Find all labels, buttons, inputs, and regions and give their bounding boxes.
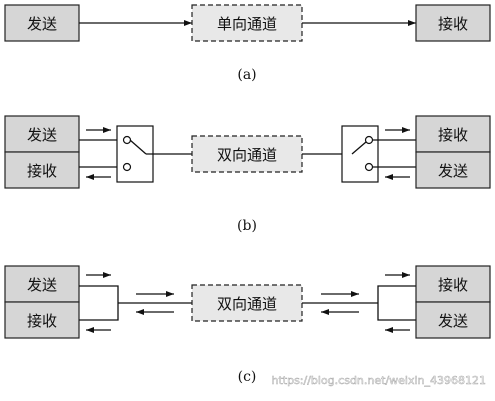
right-send-label: 发送 (438, 162, 468, 180)
simplex-channel-box (191, 4, 303, 42)
left-send-label: 发送 (27, 126, 57, 144)
caption-a: (a) (237, 67, 256, 83)
left-switch-blade (129, 139, 147, 155)
left-send-label-c: 发送 (27, 276, 57, 294)
duplex-channel-label-c: 双向通道 (217, 295, 277, 313)
duplex-channel-label-b: 双向通道 (217, 146, 277, 164)
diagram-a-simplex: 发送 单向通道 接收 (a) (4, 4, 491, 83)
left-receive-box (4, 151, 80, 189)
right-send-label-c: 发送 (438, 312, 468, 330)
right-loop-wire (377, 285, 416, 321)
right-receive-box (415, 115, 491, 153)
left-receive-label-c: 接收 (27, 312, 57, 330)
diagram-b-half-duplex: 发送 接收 双向通道 接收 发送 (b) (4, 115, 491, 234)
receiver-label: 接收 (438, 15, 468, 33)
left-receive-label: 接收 (27, 162, 57, 180)
right-switch-box (341, 125, 379, 183)
right-switch-contact-top (364, 135, 374, 145)
left-send-box-c (4, 265, 80, 303)
right-send-box (415, 151, 491, 189)
caption-c: (c) (238, 369, 257, 385)
watermark: https://blog.csdn.net/weixin_43968121 (271, 374, 486, 387)
left-send-box (4, 115, 80, 153)
right-send-box-c (415, 301, 491, 339)
simplex-channel-label: 单向通道 (217, 15, 277, 33)
caption-b: (b) (237, 218, 257, 234)
right-receive-label: 接收 (438, 126, 468, 144)
left-switch-contact-top (122, 135, 132, 145)
left-loop-wire (79, 285, 119, 321)
sender-label: 发送 (27, 15, 57, 33)
sender-box (4, 4, 80, 42)
receiver-box (415, 4, 491, 42)
diagram-c-full-duplex: 发送 接收 双向通道 接收 发送 (c) (4, 265, 491, 385)
right-switch-blade (351, 141, 367, 155)
right-receive-label-c: 接收 (438, 276, 468, 294)
right-switch-contact-bottom (364, 162, 374, 172)
left-switch-contact-bottom (122, 162, 132, 172)
duplex-channel-box-c (191, 284, 303, 322)
